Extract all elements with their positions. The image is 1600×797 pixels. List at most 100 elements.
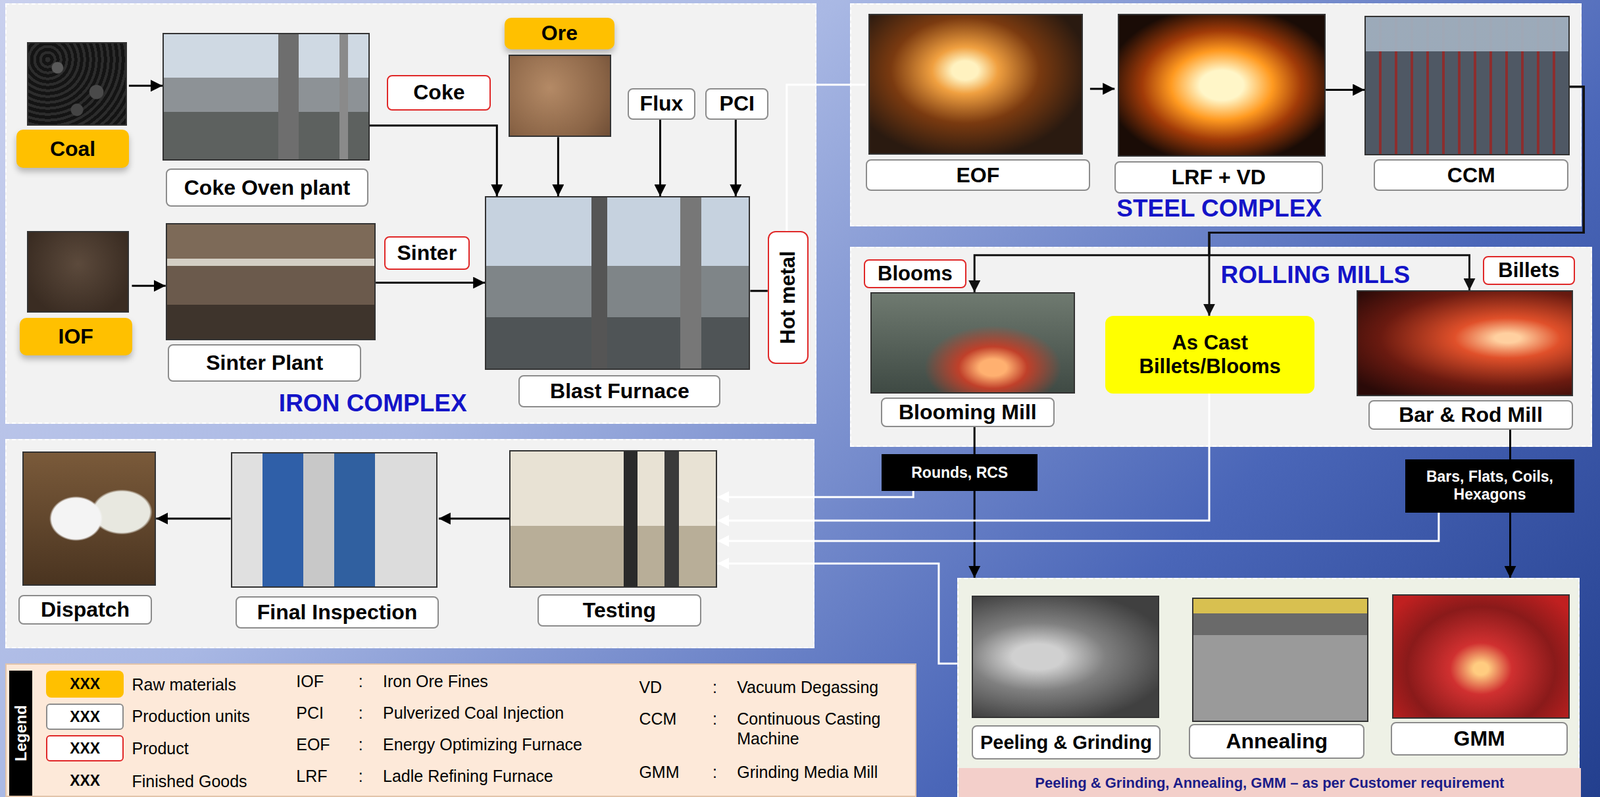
label-text: Coal: [50, 136, 96, 162]
legend-abbrev-text: :: [712, 709, 718, 728]
abbreviation: PCI: [296, 702, 324, 723]
legend-text: Product: [132, 738, 189, 758]
photo: [162, 32, 370, 161]
legend-abbrev-text: VD: [638, 677, 662, 697]
photo: [484, 196, 750, 370]
production-unit: CCM: [1364, 15, 1570, 192]
flow-connector: [557, 136, 560, 197]
label-text: CCM: [1447, 163, 1496, 188]
unit-label: GMM: [1390, 721, 1568, 756]
abbreviation: VD: [638, 676, 662, 697]
production-unit: IOF: [19, 230, 133, 356]
flow-connector: [1325, 88, 1365, 91]
production-unit: Peeling & Grinding: [971, 595, 1161, 760]
product-label: Coke: [386, 75, 491, 111]
label-text: IOF: [58, 324, 94, 349]
legend-sample-text: XXX: [69, 675, 100, 693]
abbreviation-meaning: Pulverized Coal Injection: [382, 702, 564, 723]
abbreviation-meaning: Energy Optimizing Furnace: [382, 734, 583, 754]
abbreviation: GMM: [638, 761, 679, 782]
flow-connector: [734, 119, 737, 197]
label-text: Coke Oven plant: [184, 175, 351, 200]
raw-material-label: IOF: [19, 317, 133, 356]
legend-sample-text: XXX: [69, 739, 100, 758]
unit-label: Blooming Mill: [880, 397, 1055, 427]
separator: :: [358, 702, 364, 723]
label-text: Rounds, RCS: [911, 463, 1008, 482]
legend-swatch: XXX: [46, 767, 124, 795]
abbreviation-meaning: Vacuum Degassing: [736, 676, 906, 697]
legend-abbrev-text: :: [358, 734, 364, 754]
legend-entry: Production units: [132, 705, 250, 726]
label-text: Dispatch: [40, 597, 130, 622]
label-text: Blooms: [877, 261, 953, 286]
production-unit: EOF: [865, 13, 1091, 192]
photo: [1356, 290, 1574, 397]
unit-label: LRF + VD: [1114, 161, 1323, 193]
legend-text: Finished Goods: [132, 771, 248, 791]
production-unit: Dispatch: [18, 451, 156, 625]
product-label: Blooms: [863, 259, 968, 289]
finished-goods-label: Bars, Flats, Coils, Hexagons: [1405, 459, 1575, 513]
photo: [509, 450, 718, 588]
separator: :: [712, 761, 718, 782]
product-tag-vertical: Hot metal: [767, 230, 809, 364]
label-text: As Cast Billets/Blooms: [1111, 330, 1308, 379]
note-text: Peeling & Grinding, Annealing, GMM – as …: [1034, 774, 1504, 792]
production-unit: Coal: [16, 42, 129, 168]
legend-entry: Raw materials: [132, 674, 237, 695]
photo: [868, 13, 1083, 155]
unit-label: Sinter Plant: [167, 344, 362, 382]
abbreviation-meaning: Grinding Media Mill: [736, 761, 906, 782]
photo: [1364, 15, 1570, 156]
raw-material-label: Ore: [504, 17, 616, 50]
label-text: Blast Furnace: [550, 378, 690, 404]
abbreviation: CCM: [638, 708, 677, 729]
legend-sample-text: XXX: [69, 771, 100, 790]
legend-abbrev-text: GMM: [638, 762, 679, 781]
label-text: GMM: [1453, 726, 1506, 751]
label-text: Sinter: [396, 240, 457, 266]
heading-text: ROLLING MILLS: [1220, 261, 1410, 289]
unit-label: Testing: [537, 594, 701, 627]
abbreviation: LRF: [296, 765, 327, 786]
legend-abbrev-text: CCM: [638, 709, 677, 728]
flow-connector: [973, 426, 976, 454]
label-text: Annealing: [1225, 728, 1328, 754]
flow-connector: [973, 490, 976, 578]
production-unit: Coke Oven plant: [162, 32, 370, 207]
label-text: Bar & Rod Mill: [1398, 402, 1543, 427]
production-unit: Bar & Rod Mill: [1356, 290, 1574, 429]
legend-abbrev-text: Vacuum Degassing: [736, 677, 879, 697]
production-unit: Testing: [509, 450, 718, 627]
label-text: Peeling & Grinding: [980, 731, 1152, 754]
photo: [165, 223, 377, 341]
legend-entry: Finished Goods: [132, 771, 248, 791]
flow-connector: [1090, 87, 1115, 90]
unit-label: CCM: [1373, 159, 1569, 191]
legend-abbrev-text: :: [358, 671, 364, 691]
label-text: Billets: [1498, 258, 1560, 283]
unit-label: Annealing: [1188, 723, 1365, 759]
abbreviation: EOF: [296, 734, 330, 754]
photo: [22, 451, 156, 587]
legend-abbrev-text: IOF: [296, 671, 324, 691]
production-unit: LRF + VD: [1114, 13, 1326, 194]
legend-title: Legend: [11, 704, 30, 761]
flow-connector: [717, 512, 1439, 541]
unit-label: Blast Furnace: [518, 375, 721, 408]
flow-connector: [438, 517, 510, 520]
production-unit: Final Inspection: [230, 451, 439, 629]
legend-abbrev-text: :: [712, 677, 718, 697]
label-text: Sinter Plant: [205, 350, 324, 375]
label-text: Testing: [582, 598, 656, 623]
photo: [870, 292, 1075, 394]
label-text: Ore: [541, 21, 578, 46]
legend-abbrev-text: Continuous Casting Machine: [736, 709, 881, 748]
legend-abbrev-text: :: [712, 762, 718, 781]
photo: [1392, 594, 1570, 719]
photo: [1117, 13, 1326, 157]
photo: [1192, 597, 1369, 722]
label-text: LRF + VD: [1171, 165, 1266, 190]
